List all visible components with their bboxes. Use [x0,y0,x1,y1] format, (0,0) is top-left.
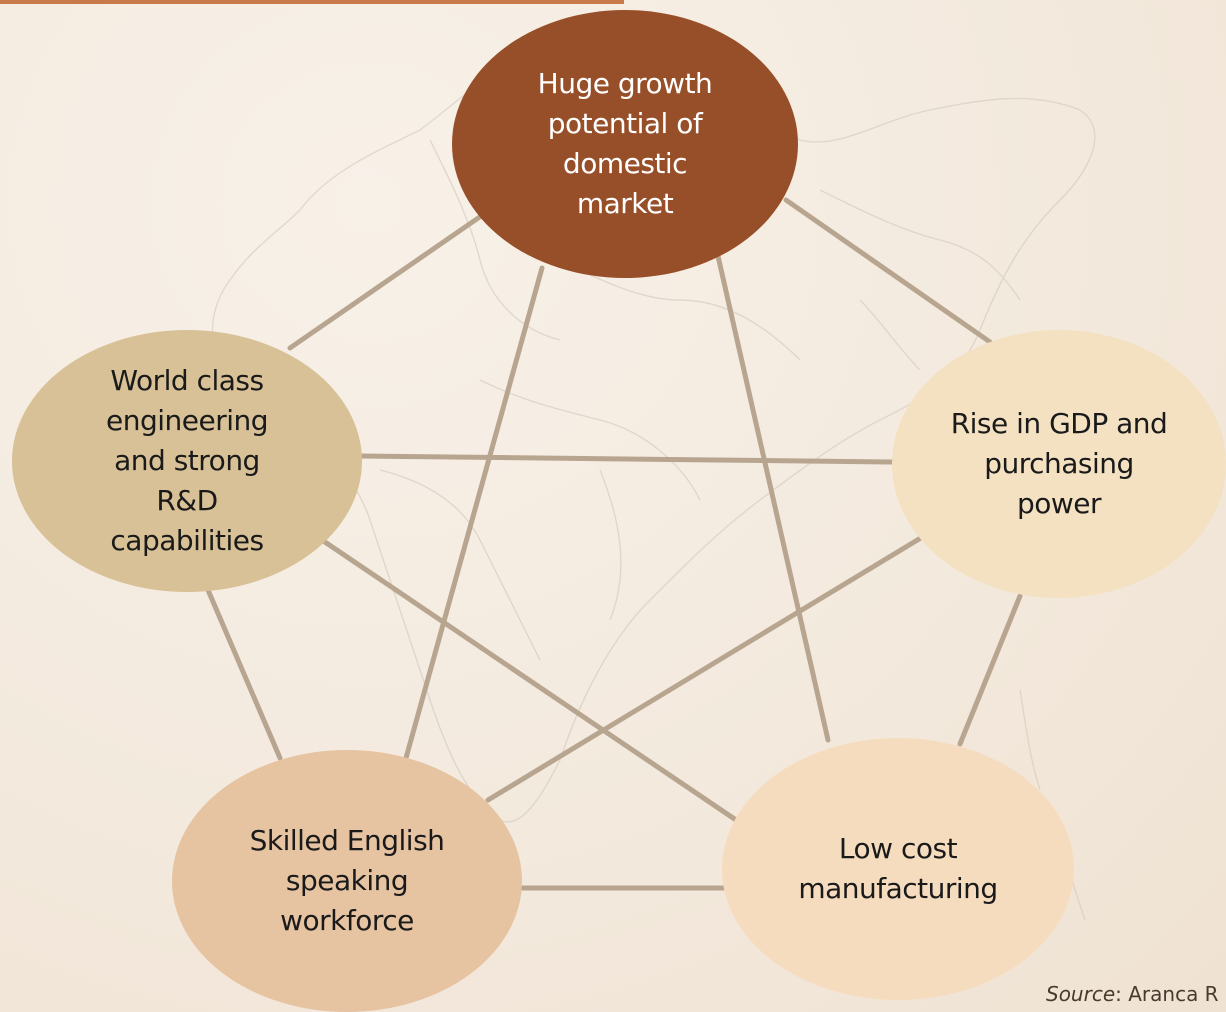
connector-lines [205,197,1023,891]
node-engineering-rd: World class engineering and strong R&D c… [12,330,362,592]
source-label: Source [1046,982,1116,1006]
edge-engineering-lowcost [319,537,739,823]
node-label: Skilled English speaking workforce [249,824,445,937]
edge-gdp-lowcost [957,593,1023,747]
node-domestic-market: Huge growth potential of domestic market [452,10,798,278]
node-low-cost-manufacturing: Low cost manufacturing [722,738,1074,1000]
node-label: Rise in GDP and purchasing power [950,407,1168,520]
edge-market-lowcost [715,253,831,743]
edge-engineering-gdp [357,453,895,465]
edge-market-engineering [287,211,487,351]
source-note: Source: Aranca R [1046,982,1219,1006]
edge-market-workforce [403,265,545,761]
edge-gdp-workforce [485,533,927,803]
node-label: Low cost manufacturing [798,832,998,905]
node-label: Huge growth potential of domestic market [537,67,713,220]
source-text: : Aranca R [1115,982,1219,1006]
node-label: World class engineering and strong R&D c… [105,364,269,557]
edge-market-gdp [783,197,993,345]
top-accent-rule [0,0,624,4]
edge-engineering-workforce [205,587,283,761]
node-skilled-workforce: Skilled English speaking workforce [172,750,522,1012]
node-gdp: Rise in GDP and purchasing power [892,330,1226,598]
